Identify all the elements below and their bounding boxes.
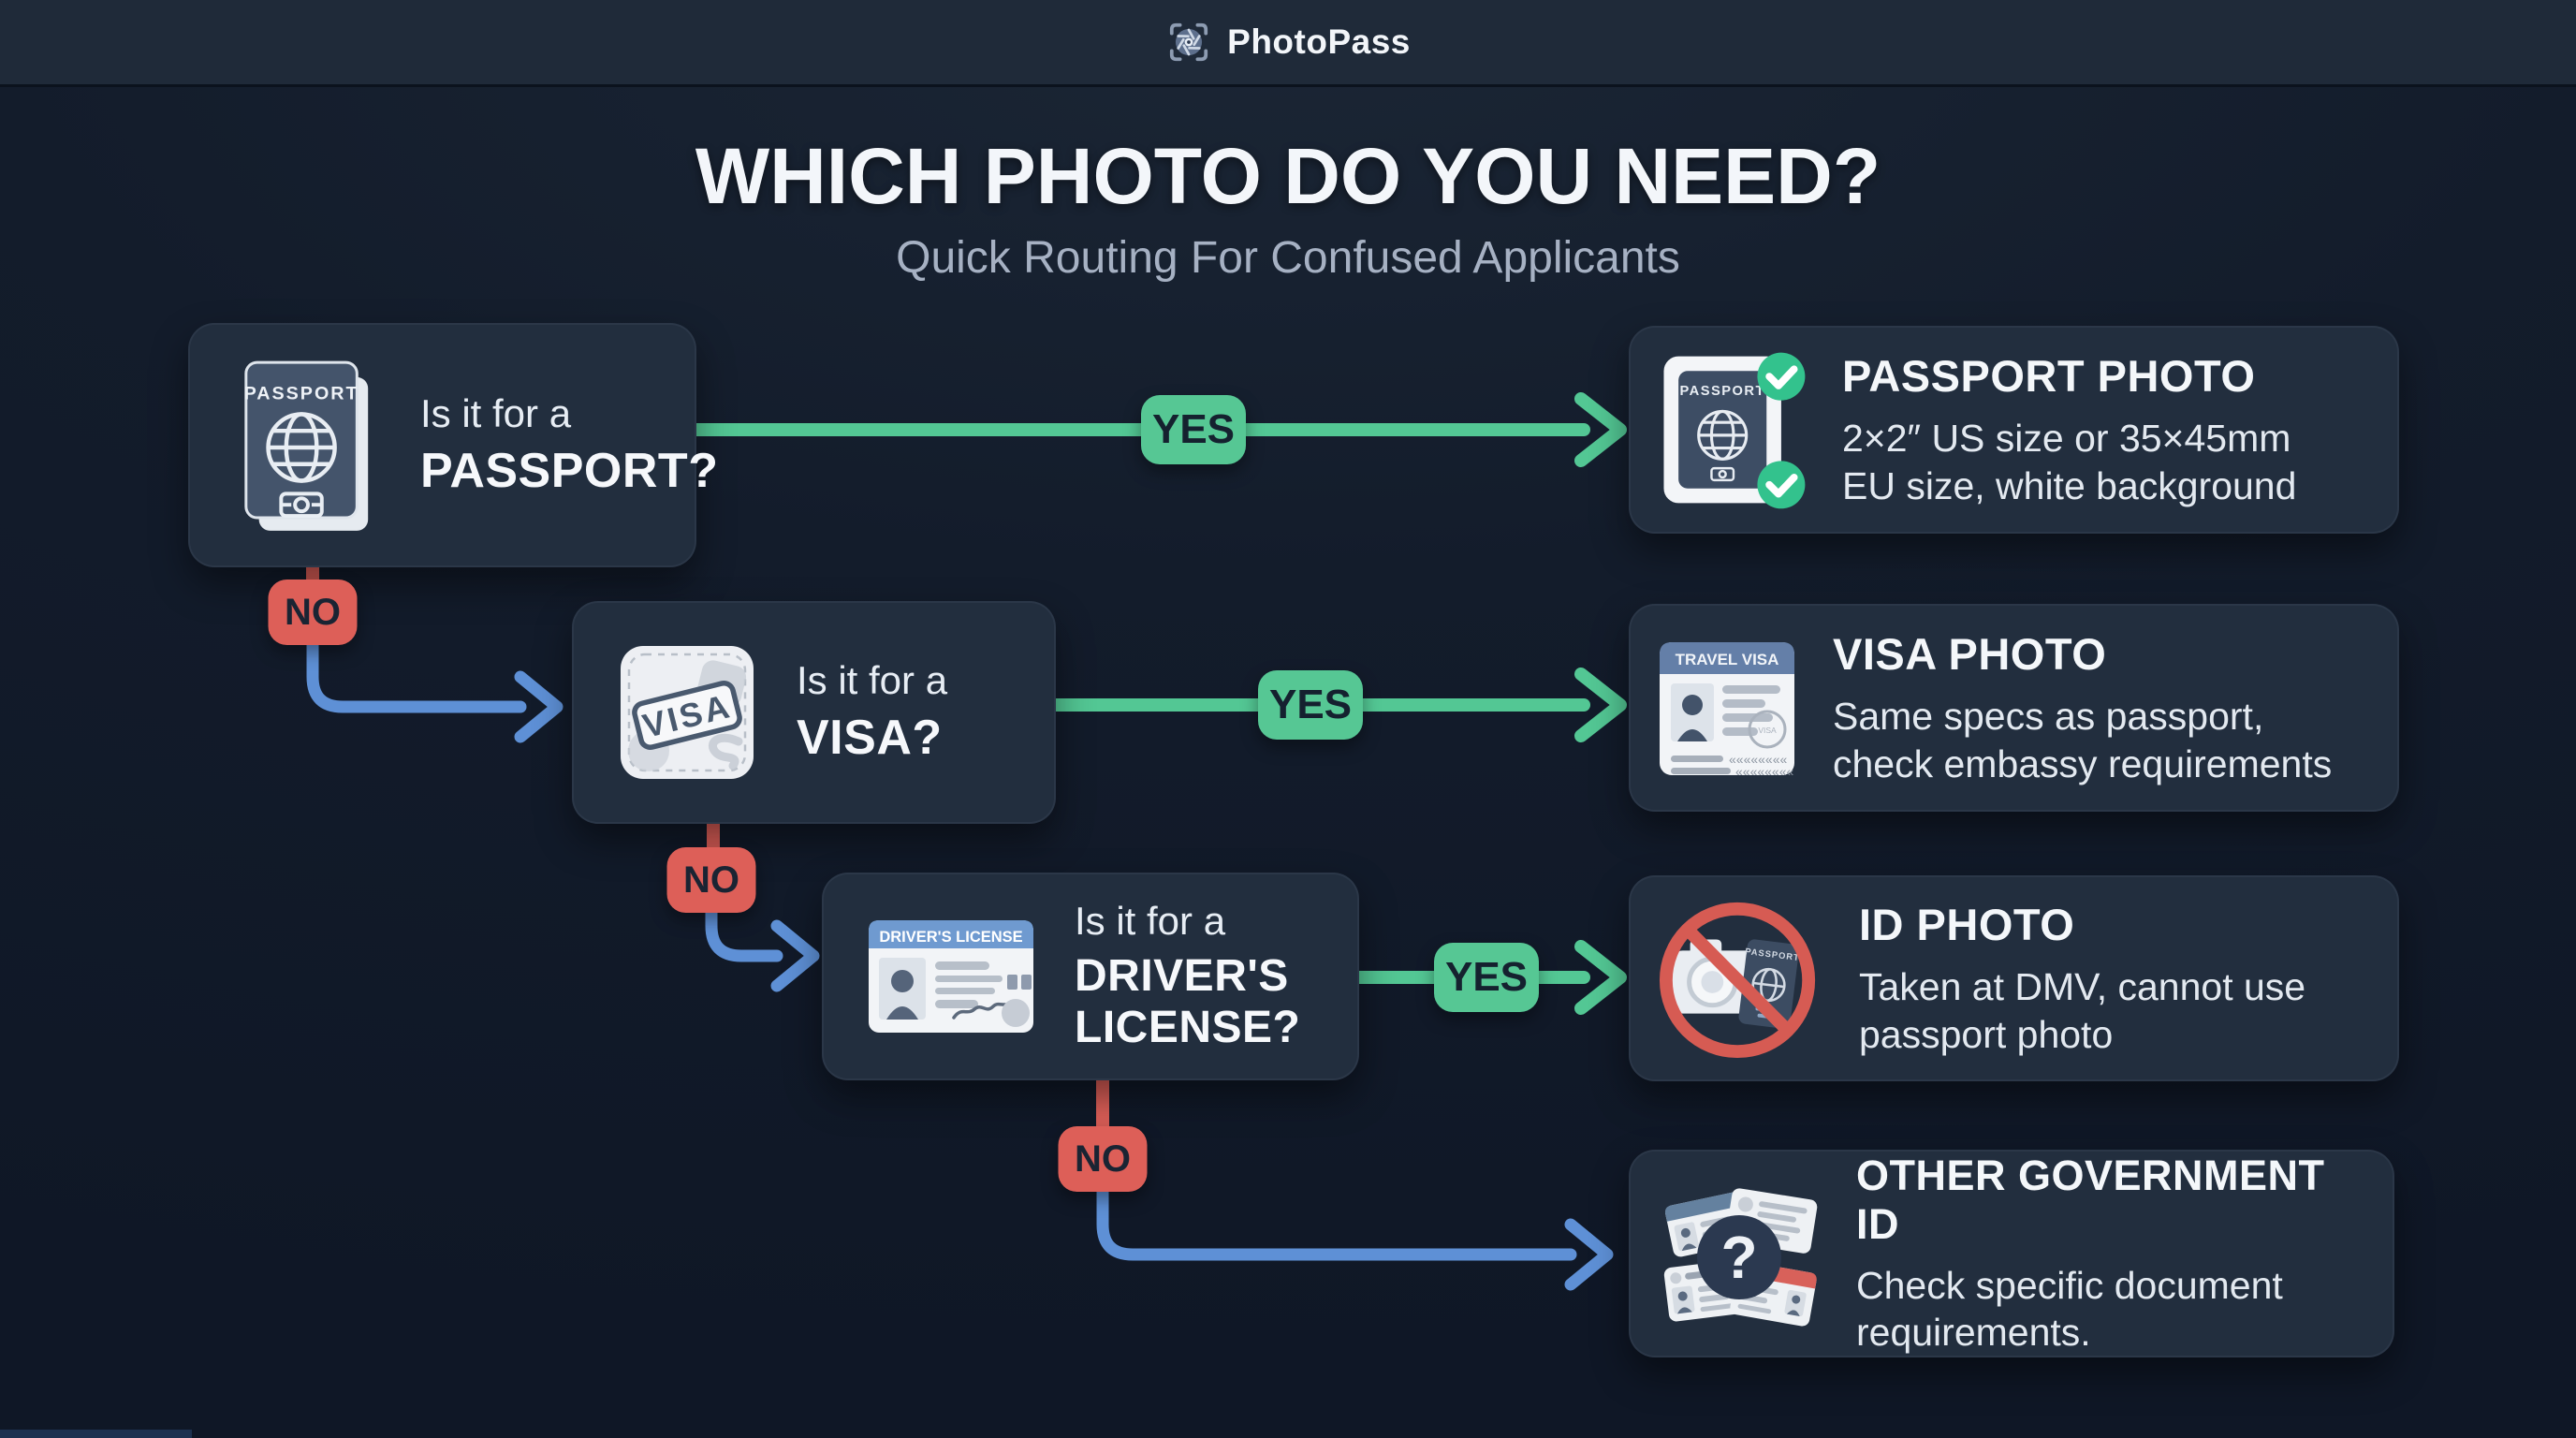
result-card-visa-photo: TRAVEL VISA VISA «««««««« «««««««« VI — [1629, 604, 2399, 812]
svg-text:VISA: VISA — [1758, 726, 1777, 735]
yes-badge-visa: YES — [1258, 670, 1363, 740]
passport-approved-icon: PASSPORT — [1657, 338, 1807, 521]
svg-text:PASSPORT: PASSPORT — [1679, 384, 1764, 399]
question-line-2: VISA? — [797, 711, 943, 766]
no-camera-icon: PASSPORT — [1657, 895, 1823, 1062]
result-title: PASSPORT PHOTO — [1842, 351, 2256, 402]
result-description: Check specific document requirements. — [1856, 1263, 2283, 1354]
passport-booklet: PASSPORT — [1738, 939, 1800, 1029]
svg-text:««««««««: «««««««« — [1729, 752, 1788, 767]
passport-booklet-icon: PASSPORT — [233, 353, 381, 538]
header-bar: PhotoPass — [0, 0, 2576, 87]
question-line-1: Is it for a — [1075, 899, 1226, 944]
question-line-1: Is it for a — [797, 658, 948, 703]
svg-text:DRIVER'S LICENSE: DRIVER'S LICENSE — [879, 929, 1022, 946]
result-text: PASSPORT PHOTO 2×2″ US size or 35×45mm E… — [1842, 350, 2397, 508]
decision-node-visa: VISA Is it for a VISA? — [572, 601, 1056, 824]
svg-text:««««««««: «««««««« — [1735, 764, 1794, 779]
question-line-3: LICENSE? — [1075, 1003, 1301, 1052]
question-line-2: DRIVER'S — [1075, 951, 1289, 1002]
svg-text:TRAVEL VISA: TRAVEL VISA — [1676, 651, 1779, 668]
no-badge-license: NO — [1058, 1126, 1148, 1192]
result-description: Same specs as passport, check embassy re… — [1833, 695, 2333, 785]
bottom-accent-strip — [0, 1430, 192, 1438]
svg-text:PASSPORT: PASSPORT — [244, 383, 359, 404]
question-line-1: Is it for a — [420, 390, 572, 435]
yes-arrow-passport — [690, 392, 1627, 467]
page-subtitle: Quick Routing For Confused Applicants — [896, 233, 1680, 283]
result-title: OTHER GOVERNMENT ID — [1856, 1151, 2325, 1248]
result-text: OTHER GOVERNMENT ID Check specific docum… — [1856, 1152, 2393, 1356]
photopass-logo-icon — [1170, 22, 1208, 62]
visa-stamp-icon: VISA — [617, 642, 757, 783]
result-card-passport-photo: PASSPORT PASSPORT PHOTO 2×2″ US size or … — [1629, 326, 2399, 534]
no-route-to-other-id — [1096, 1177, 1614, 1291]
no-route-to-visa — [306, 632, 564, 743]
prohibition-slash — [1659, 902, 1816, 1059]
yes-badge-license: YES — [1434, 943, 1539, 1012]
brand-name: PhotoPass — [1227, 22, 1411, 61]
question-line-2: PASSPORT? — [420, 443, 719, 498]
no-badge-passport: NO — [268, 580, 358, 645]
result-text: VISA PHOTO Same specs as passport, check… — [1833, 628, 2397, 786]
decision-node-drivers-license: DRIVER'S LICENSE Is it for a DRIVER'S — [822, 873, 1359, 1080]
result-card-other-government-id: ? OTHER GOVERNMENT ID Check specific doc… — [1629, 1150, 2394, 1357]
result-title: ID PHOTO — [1859, 900, 2075, 950]
travel-visa-card-icon: TRAVEL VISA VISA «««««««« «««««««« — [1657, 633, 1797, 783]
drivers-license-icon: DRIVER'S LICENSE — [867, 918, 1035, 1034]
no-badge-visa: NO — [666, 847, 756, 913]
page-title: WHICH PHOTO DO YOU NEED? — [695, 132, 1881, 220]
decision-question: Is it for a PASSPORT? — [420, 391, 718, 499]
decision-question: Is it for a DRIVER'S LICENSE? — [1075, 899, 1300, 1053]
no-route-to-license — [705, 900, 820, 992]
id-cards-question-icon: ? — [1657, 1175, 1821, 1332]
brand: PhotoPass — [1165, 19, 1411, 66]
result-description: 2×2″ US size or 35×45mm EU size, white b… — [1842, 417, 2297, 507]
result-text: ID PHOTO Taken at DMV, cannot use passpo… — [1859, 899, 2397, 1057]
svg-text:?: ? — [1720, 1224, 1757, 1291]
decision-node-passport: PASSPORT Is it for a PASSPORT? — [188, 323, 718, 567]
result-description: Taken at DMV, cannot use passport photo — [1859, 965, 2306, 1056]
decision-question: Is it for a VISA? — [797, 658, 947, 766]
yes-badge-passport: YES — [1141, 395, 1246, 464]
result-title: VISA PHOTO — [1833, 629, 2107, 680]
result-card-id-photo: PASSPORT ID PHOTO Taken at DMV, cannot — [1629, 875, 2399, 1081]
